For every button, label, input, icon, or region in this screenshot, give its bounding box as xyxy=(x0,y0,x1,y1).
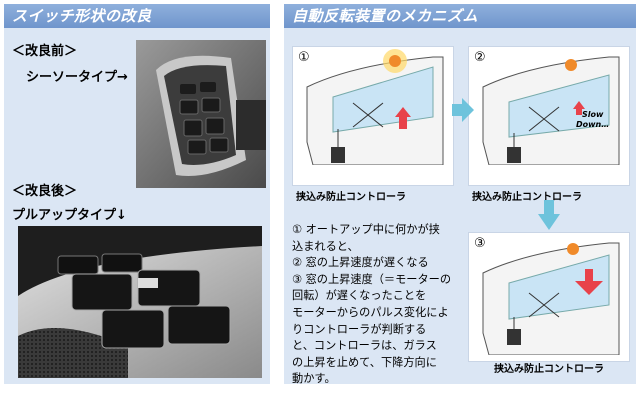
step-line: ② 窓の上昇速度が遅くなる xyxy=(292,256,429,270)
step-line: ③ 窓の上昇速度（＝モーターの xyxy=(292,272,452,286)
diagram-3 xyxy=(468,232,630,362)
after-type-label: プルアップタイプ↓ xyxy=(12,208,127,223)
diagram-3-caption: 挟込み防止コントローラ xyxy=(494,364,604,375)
step-line: の上昇を止めて、下降方向に xyxy=(292,355,437,369)
step-line: 動かす。 xyxy=(292,372,336,386)
seesaw-switch-drawing xyxy=(136,40,266,188)
before-type-label: シーソータイプ→ xyxy=(26,70,128,85)
diagram-1 xyxy=(292,46,454,186)
pullup-switch-photo xyxy=(18,226,262,378)
step-line: モーターからのパルス変化によ xyxy=(292,305,449,319)
diagram-2-down-text: Down… xyxy=(576,120,610,129)
diagram-2-drawing xyxy=(482,56,620,166)
diagram-2-slow-text: Slow xyxy=(582,110,604,119)
diagram-3-drawing xyxy=(482,242,620,356)
step-line: 回転）が遅くなったことを xyxy=(292,289,427,303)
diagram-1-drawing xyxy=(306,49,444,166)
step-line: 込まれると、 xyxy=(292,239,359,253)
pullup-switch-drawing xyxy=(18,226,262,378)
diagram-2 xyxy=(468,46,630,186)
step-line: りコントローラが判断する xyxy=(292,322,427,336)
diagram-3-number: ③ xyxy=(474,236,486,251)
diagram-2-number: ② xyxy=(474,50,486,65)
before-label: ＜改良前＞ xyxy=(12,44,78,59)
right-header: 自動反転装置のメカニズム xyxy=(284,4,636,28)
diagram-1-number: ① xyxy=(298,50,310,65)
step-line: ① オートアップ中に何かが挟 xyxy=(292,223,440,236)
flow-arrow-right xyxy=(452,98,474,122)
flow-arrow-down xyxy=(538,200,560,230)
mechanism-steps: ① オートアップ中に何かが挟 込まれると、 ② 窓の上昇速度が遅くなる ③ 窓の… xyxy=(292,222,451,388)
seesaw-switch-photo xyxy=(136,40,266,188)
diagram-1-caption: 挟込み防止コントローラ xyxy=(296,192,406,203)
after-label: ＜改良後＞ xyxy=(12,184,78,199)
step-line: と、コントローラは、ガラス xyxy=(292,339,437,353)
diagram-2-caption: 挟込み防止コントローラ xyxy=(472,192,582,203)
left-header: スイッチ形状の改良 xyxy=(4,4,270,28)
